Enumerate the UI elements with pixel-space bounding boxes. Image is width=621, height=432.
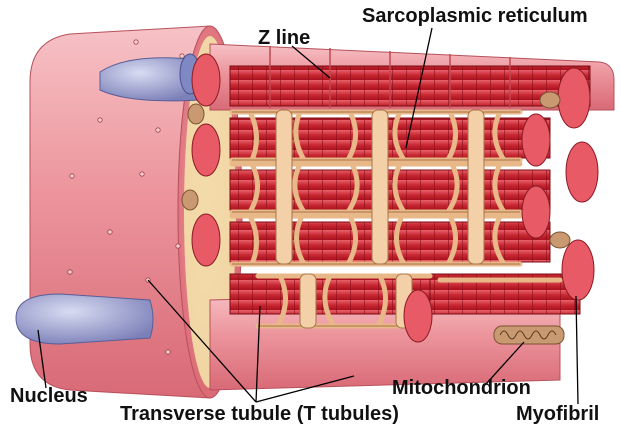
label-mitochondrion: Mitochondrion (392, 378, 531, 398)
label-myofibril: Myofibril (516, 404, 599, 424)
label-nucleus: Nucleus (10, 386, 88, 406)
label-z-line: Z line (258, 28, 310, 48)
label-transverse-tubule: Transverse tubule (T tubules) (120, 404, 399, 424)
label-sarcoplasmic-reticulum: Sarcoplasmic reticulum (362, 6, 588, 26)
